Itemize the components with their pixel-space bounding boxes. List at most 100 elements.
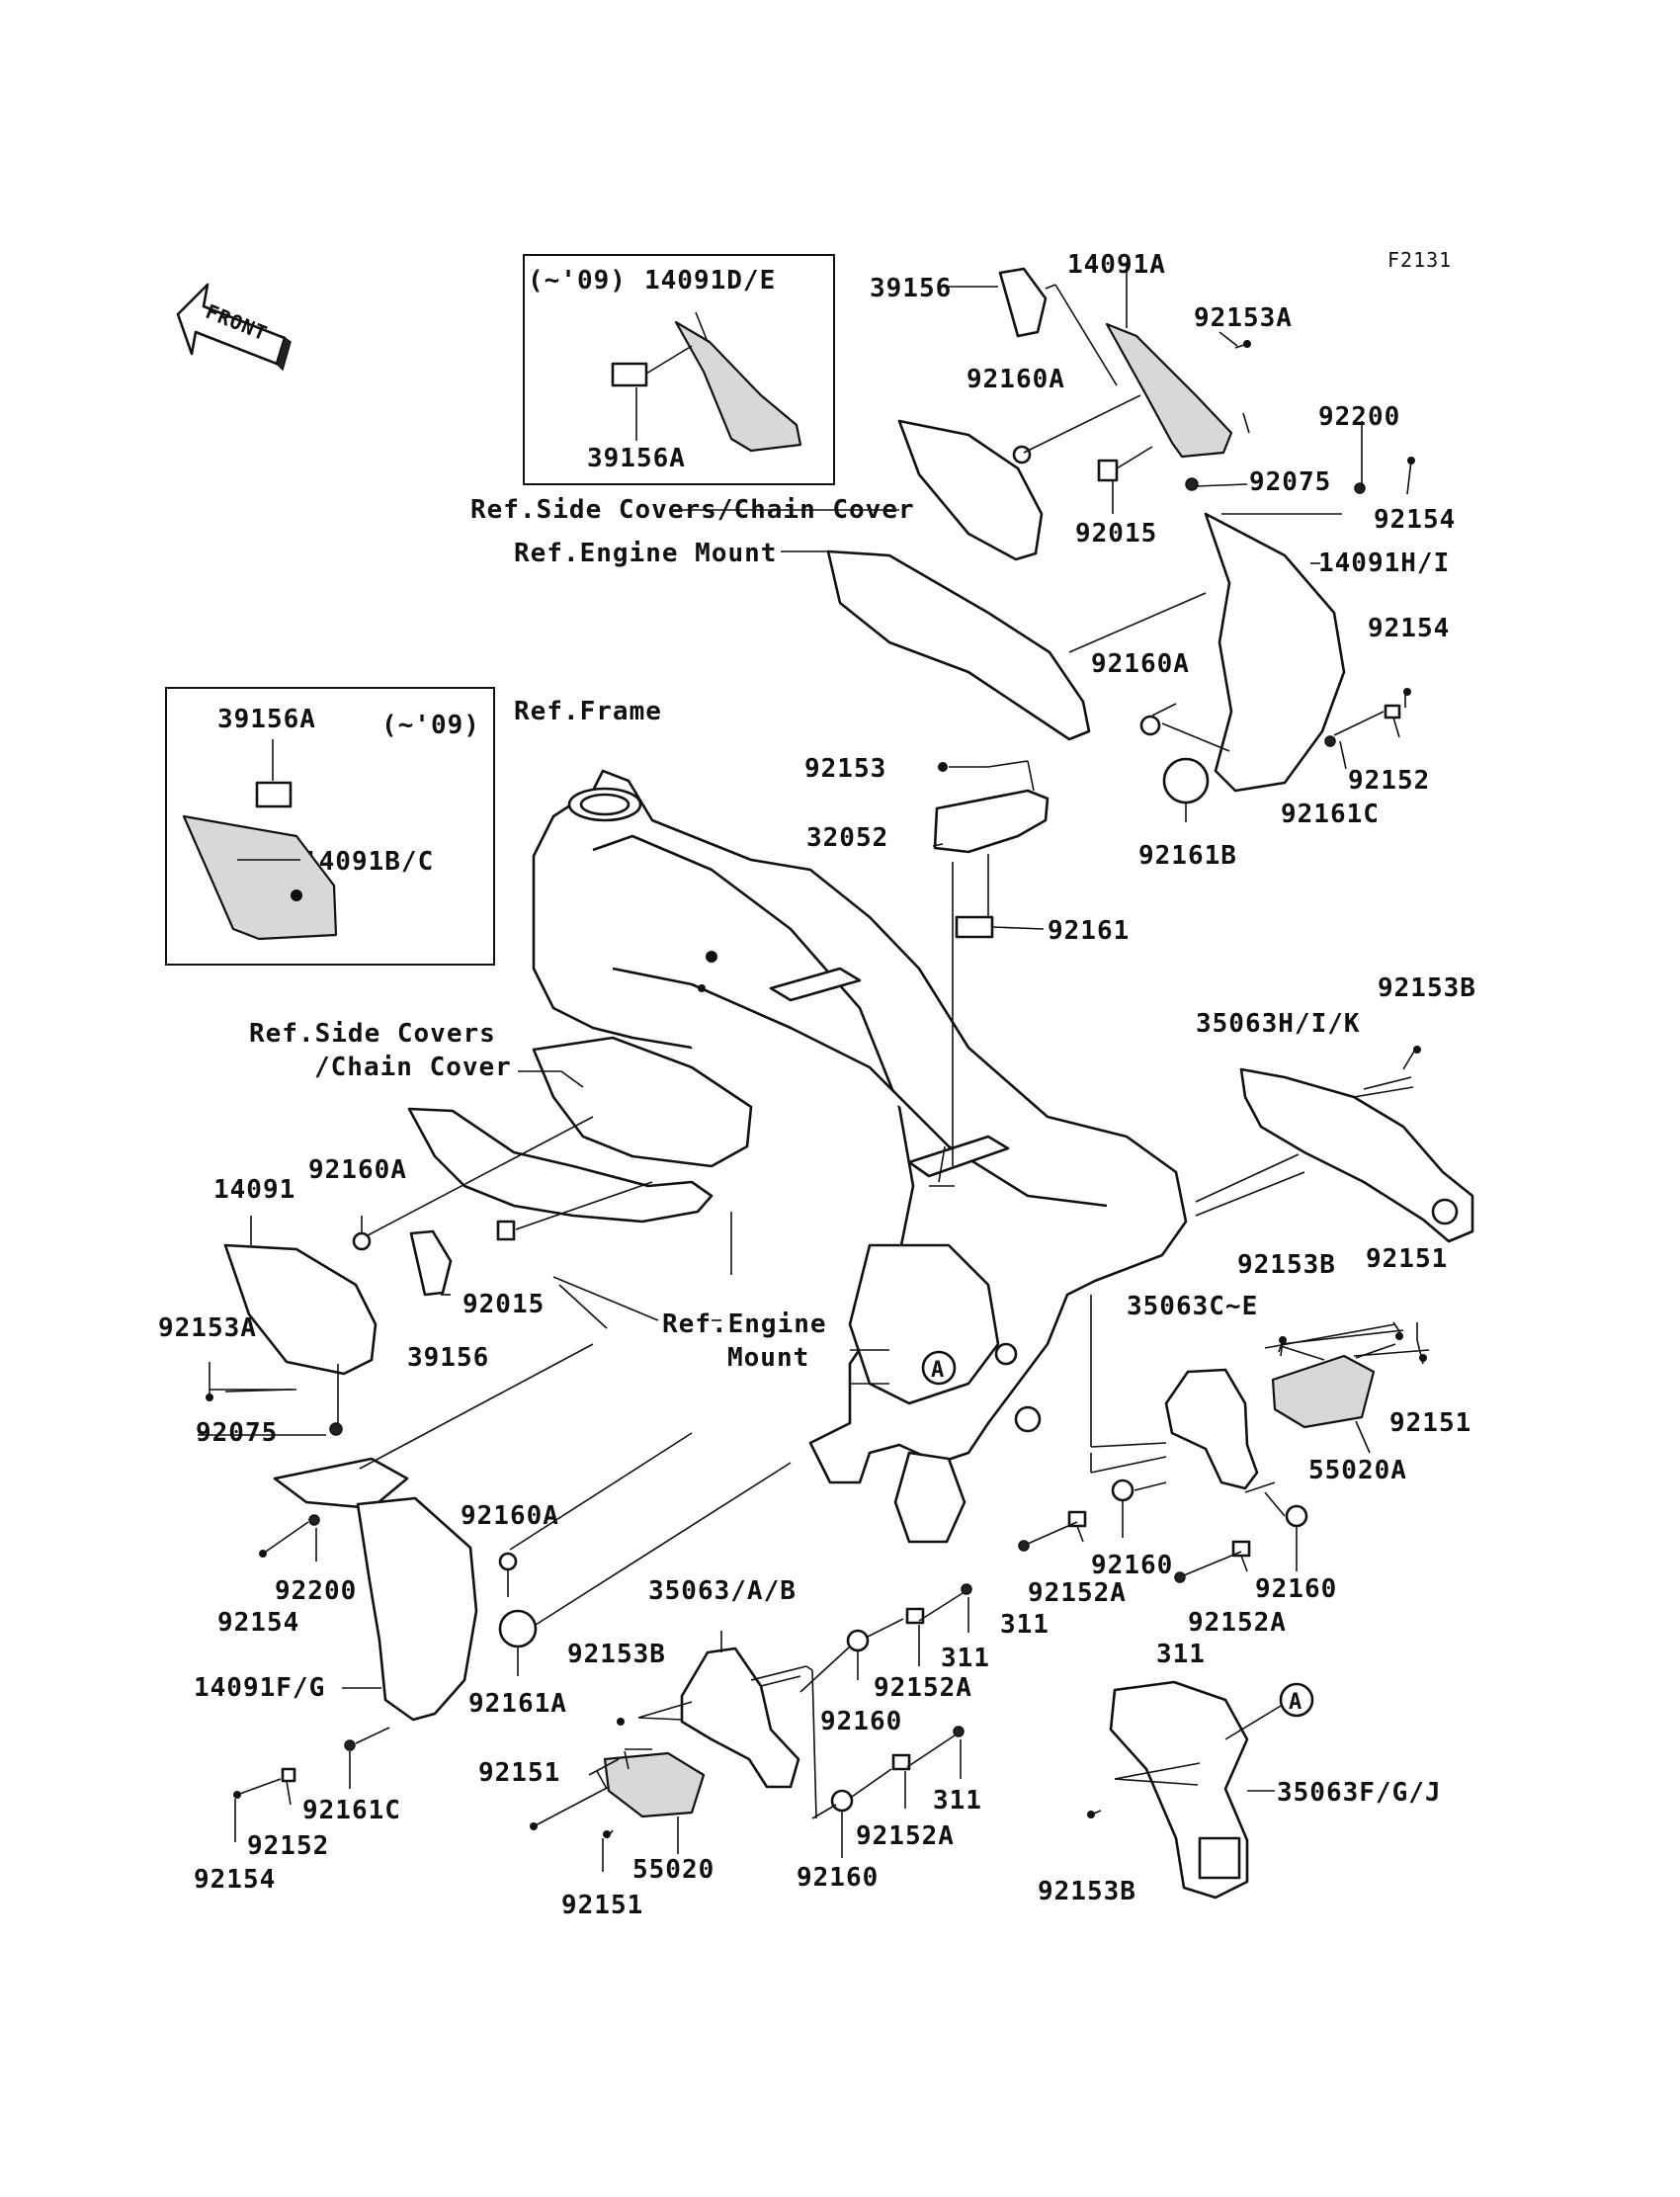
front-arrow-icon: FRONT [176,283,292,372]
cover-14091 [223,1243,378,1376]
left-cover-cluster [198,1036,792,1842]
frame-cross-tube-2 [907,1135,1010,1178]
pad-92161 [955,915,994,939]
label-14091: 14091 [213,1175,295,1205]
label-92160a-mid: 92160A [1091,649,1190,679]
label-92153a-left: 92153A [158,1313,257,1343]
label-92161c-top: 92161C [1281,800,1380,829]
label-92154-low: 92154 [217,1608,299,1638]
hanger-35063ab [680,1647,800,1789]
label-311-c2: 311 [933,1786,982,1816]
inset-top: (~'09) 14091D/E 39156A [523,254,835,485]
label-92154-bottom: 92154 [194,1865,276,1895]
collar-92152a-c2 [891,1753,911,1771]
label-39156-left: 39156 [407,1343,489,1373]
ref-side-covers-left-2: /Chain Cover [314,1053,512,1082]
bushing-92160a-left [352,1231,372,1251]
label-92154-top: 92154 [1374,505,1456,535]
bolt-92154-low [259,1550,267,1558]
callout-a-frame-label: A [931,1358,945,1383]
label-92153b-r: 92153B [1378,973,1476,1003]
bolt-92153b-br [1087,1811,1095,1818]
label-92153a-top: 92153A [1194,303,1293,333]
callout-a-frame [921,1350,957,1386]
ref-engine-mount-left-1: Ref.Engine [662,1310,827,1339]
washer-92200-low [308,1514,320,1526]
label-35063ce: 35063C~E [1127,1292,1258,1321]
label-92160-r1: 92160 [1091,1551,1173,1580]
label-92015-top: 92015 [1075,519,1157,549]
nut-311-c2 [953,1726,965,1737]
seal-92161a [498,1609,538,1648]
peg-plate-55020a [1271,1354,1376,1429]
spacer-92015-top [1097,459,1119,482]
ref-side-covers-top: Ref.Side Covers/Chain Cover [470,495,915,525]
label-311-c1: 311 [941,1644,990,1673]
label-92200-top: 92200 [1318,402,1400,432]
label-92153b-low: 92153B [567,1640,666,1669]
inset-left-frame [165,687,495,966]
collar-92152-low [281,1767,296,1783]
label-92160a-left: 92160A [308,1155,407,1185]
cover-14091a [1105,322,1233,459]
spacer-92015-left [496,1220,516,1241]
bolt-92154-bottom [233,1791,241,1799]
label-14091a: 14091A [1067,250,1166,280]
engine-mount-bracket [826,549,1091,741]
bolt-92153a-left [206,1394,213,1401]
side-cover-plate [182,814,338,941]
bolt-92154-mid [1403,688,1411,696]
callout-a-hanger [1279,1682,1314,1718]
label-14091hi: 14091H/I [1318,549,1450,578]
ref-engine-mount-left-2: Mount [727,1343,809,1373]
label-92200-low: 92200 [275,1576,357,1606]
label-92160-r2: 92160 [1255,1574,1337,1604]
label-92154-mid: 92154 [1368,614,1450,643]
screw-92153 [938,762,948,772]
inset-top-part-39156a: 39156A [587,444,686,473]
inset-top-part-14091de: 14091D/E [644,266,776,296]
inset-left-year-note: (~'09) [381,711,480,740]
bolt-icons [206,340,1427,1838]
cover-14091fg-upper [273,1457,409,1510]
label-92153: 92153 [804,754,886,784]
inset-left: 39156A (~'09) 14091B/C [165,687,495,966]
engine-mount-left [407,1107,714,1224]
frame-cross-tube [769,967,862,1002]
label-35063ab: 35063/A/B [648,1576,797,1606]
upper-cover-cluster [682,265,1412,822]
label-92153b-br: 92153B [1038,1877,1136,1906]
bolt-92151-c1 [530,1822,538,1830]
hanger-35063ce [1164,1368,1259,1490]
grommet-92075-left [329,1422,343,1436]
collar-92152a-c1 [905,1607,925,1625]
nut-311-r1 [1018,1540,1030,1552]
bushing-92160a-top [1012,445,1032,465]
label-92160a-top: 92160A [966,365,1065,394]
label-311-r1: 311 [1000,1610,1050,1640]
side-cover-left [532,1036,753,1168]
washer-92161c-low [344,1739,356,1751]
washer-92161c-top [1324,735,1336,747]
bolt-92153b-r [1413,1046,1421,1054]
callout-a-hanger-label: A [1289,1690,1302,1715]
bracket-35063ab [533,1583,972,1872]
label-92161b: 92161B [1138,841,1237,871]
label-92152a-r1: 92152A [1028,1578,1127,1608]
label-92161: 92161 [1048,916,1130,946]
bushing-92160-r2 [1285,1504,1308,1528]
bracket-35063hik [1195,1049,1474,1243]
bushing-92160-c1 [846,1629,870,1652]
bracket-35063ce [1018,1295,1430,1583]
inset-top-frame [523,254,835,485]
washer-92200-top [1354,482,1366,494]
grommet-92075-top [1185,477,1199,491]
pad-39156a-left [255,781,293,808]
label-92152a-c2: 92152A [856,1821,955,1851]
label-92152-low: 92152 [247,1831,329,1861]
ref-side-covers-left-1: Ref.Side Covers [249,1019,496,1049]
pad-39156a [611,362,648,387]
figure-code: F2131 [1387,248,1452,272]
side-panel-upper [897,419,1044,561]
